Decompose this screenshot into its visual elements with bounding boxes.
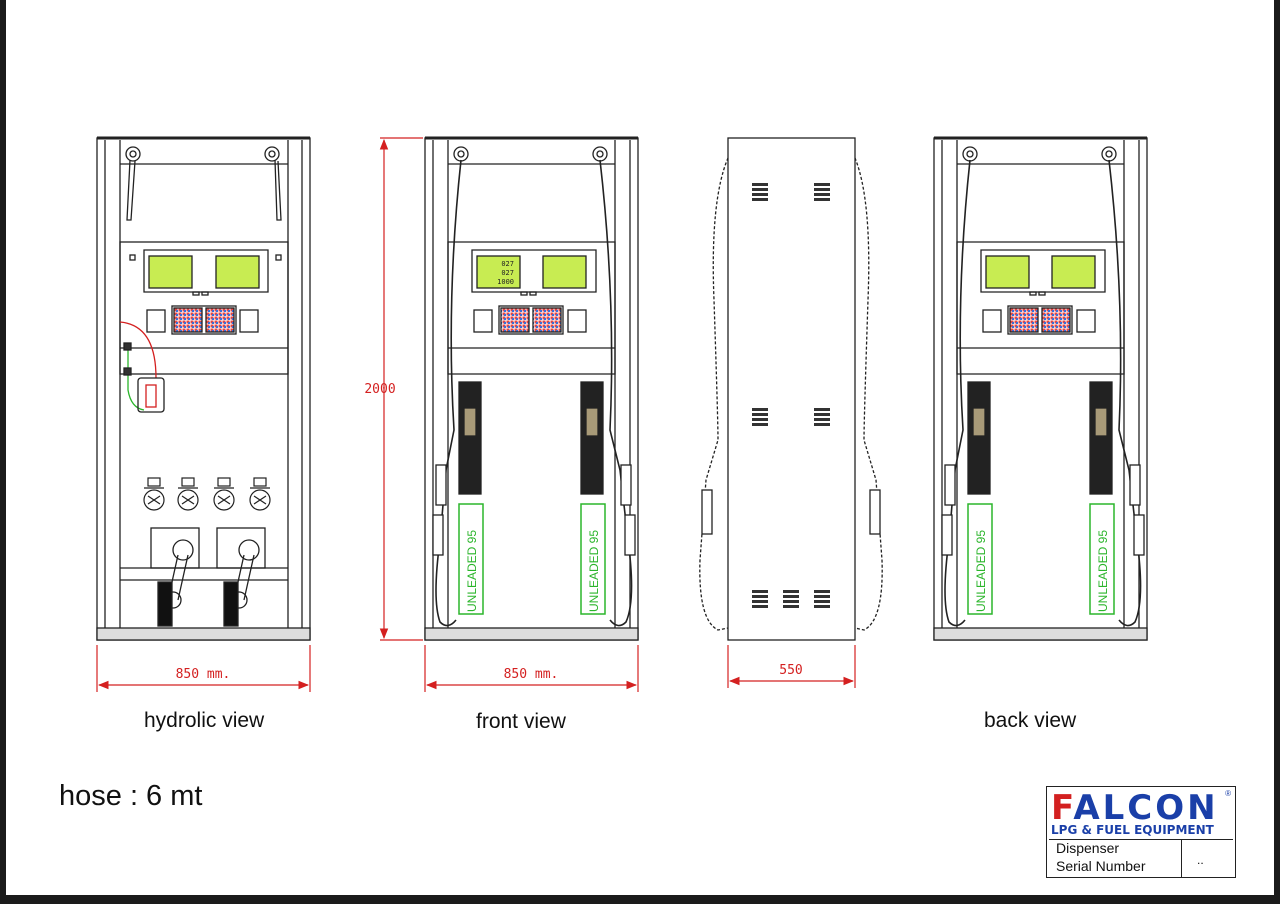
title-block-divider [1181, 839, 1182, 877]
brand-name: FALCON [1051, 788, 1219, 828]
lcd-line-3: 1000 [497, 278, 514, 286]
front-width-dimension [424, 645, 639, 692]
technical-drawing: 850 mm. UNLEADED 95 UNLEADED 95 [96, 136, 1148, 692]
front-height-dimension [379, 137, 423, 641]
fuel-label-back-left: UNLEADED 95 [974, 530, 988, 612]
fuel-label-front-right: UNLEADED 95 [587, 530, 601, 612]
title-block-serial-number: Serial Number [1056, 858, 1146, 874]
hydrolic-width-dimension [96, 645, 311, 692]
front-view [424, 136, 639, 641]
front-view-caption: front view [476, 710, 566, 733]
lcd-line-1: 027 [501, 260, 514, 268]
hose-length-note: hose : 6 mt [59, 780, 203, 812]
hydrolic-width-label: 850 mm. [176, 667, 231, 682]
registered-mark: ® [1225, 789, 1231, 798]
fuel-label-back-right: UNLEADED 95 [1096, 530, 1110, 612]
hydrolic-view-caption: hydrolic view [144, 709, 265, 732]
side-width-label: 550 [779, 663, 802, 678]
fuel-label-front-left: UNLEADED 95 [465, 530, 479, 612]
back-view [933, 136, 1148, 641]
drawing-sheet: 850 mm. UNLEADED 95 UNLEADED 95 [6, 0, 1274, 895]
brand-tagline: LPG & FUEL EQUIPMENT [1051, 823, 1214, 837]
side-view [699, 137, 883, 641]
title-block-value: .. [1197, 853, 1204, 867]
back-view-caption: back view [984, 709, 1077, 732]
title-block-dispenser: Dispenser [1056, 840, 1120, 856]
front-height-label: 2000 [364, 382, 395, 397]
front-lcd-digits: 027 027 1000 [497, 260, 514, 286]
front-width-label: 850 mm. [504, 667, 559, 682]
lcd-line-2: 027 [501, 269, 514, 277]
side-width-dimension [727, 645, 856, 688]
title-block: FALCON LPG & FUEL EQUIPMENT ® Dispenser … [1046, 786, 1236, 878]
falcon-logo: FALCON LPG & FUEL EQUIPMENT ® [1049, 789, 1233, 840]
hydrolic-view [96, 136, 311, 641]
